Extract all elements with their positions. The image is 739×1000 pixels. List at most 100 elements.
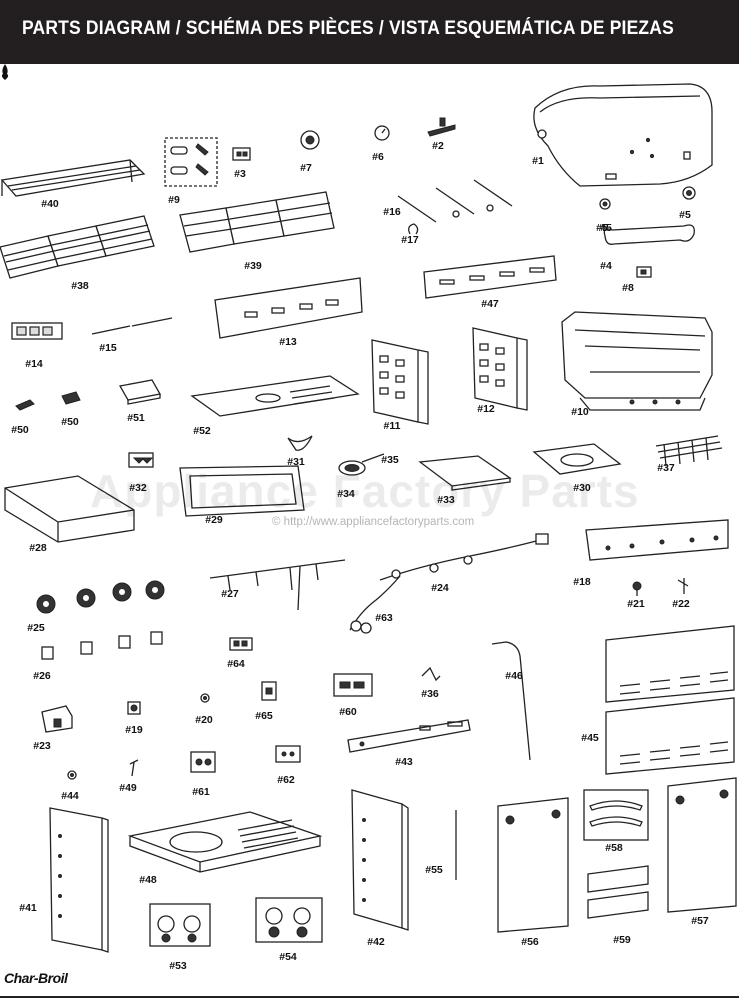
- part-63-drawing: [349, 575, 401, 634]
- part-20-drawing: [200, 693, 210, 703]
- part-29-drawing: [179, 465, 305, 517]
- part-label: #16: [383, 206, 401, 218]
- part-label: #46: [505, 670, 523, 682]
- part-14-drawing: [11, 322, 63, 340]
- part-label: #51: [127, 412, 145, 424]
- part-1-lid-drawing: [533, 83, 713, 187]
- part-label: #5: [600, 222, 612, 234]
- part-23-drawing: [41, 705, 73, 733]
- part-22-drawing: [677, 578, 689, 594]
- part-26-bezels-drawing: [41, 631, 163, 660]
- part-label: #11: [383, 420, 401, 432]
- part-label: #34: [337, 488, 355, 500]
- part-label: #32: [129, 482, 147, 494]
- diagram-title: PARTS DIAGRAM / SCHÉMA DES PIÈCES / VIST…: [22, 18, 674, 39]
- part-9-drawing: [164, 137, 218, 187]
- part-label: #9: [168, 194, 180, 206]
- part-44-drawing: [67, 770, 77, 780]
- part-label: #5: [596, 222, 608, 234]
- part-48-drawing: [127, 811, 323, 873]
- part-label: #44: [61, 790, 79, 802]
- part-58-drawing: [583, 789, 649, 841]
- part-label: #40: [41, 198, 59, 210]
- part-label: #15: [99, 342, 117, 354]
- part-11-drawing: [371, 339, 429, 425]
- part-label: #22: [672, 598, 690, 610]
- part-label: #47: [481, 298, 499, 310]
- part-label: #2: [432, 140, 444, 152]
- part-37-drawing: [655, 435, 723, 467]
- part-8-drawing: [636, 266, 652, 278]
- part-label: #7: [300, 162, 312, 174]
- part-label: #17: [401, 234, 419, 246]
- part-label: #8: [622, 282, 634, 294]
- brand-logo: Char-Broil: [4, 970, 68, 986]
- part-12-drawing: [472, 327, 528, 411]
- part-label: #39: [244, 260, 262, 272]
- part-49-drawing: [129, 759, 139, 777]
- part-16-drawing: [408, 204, 494, 235]
- part-label: #6: [372, 151, 384, 163]
- part-label: #1: [532, 155, 544, 167]
- part-60-drawing: [333, 673, 373, 697]
- part-label: #60: [339, 706, 357, 718]
- parts-illustration: [0, 83, 737, 953]
- part-4-handle-drawing: [603, 224, 695, 245]
- flame-icon: [1, 64, 9, 80]
- part-15-drawing: [397, 179, 513, 223]
- part-30-drawing: [532, 443, 622, 475]
- part-label: #5: [679, 209, 691, 221]
- part-51-drawing: [118, 379, 162, 405]
- part-40-drawing: [0, 159, 146, 197]
- part-label: #24: [431, 582, 449, 594]
- part-24-manifold-drawing: [379, 533, 549, 581]
- part-64-drawing: [229, 637, 253, 651]
- part-27-drawing: [209, 559, 346, 611]
- part-label: #59: [613, 934, 631, 946]
- part-46-drawing: [491, 641, 531, 761]
- part-label: #49: [119, 782, 137, 794]
- part-label: #4: [600, 260, 612, 272]
- part-label: #18: [573, 576, 591, 588]
- part-3-drawing: [232, 147, 251, 161]
- part-21-drawing: [632, 581, 642, 596]
- part-label: #25: [27, 622, 45, 634]
- part-59-drawing: [587, 865, 649, 919]
- part-label: #41: [19, 902, 37, 914]
- part-label: #54: [279, 951, 297, 963]
- part-label: #3: [234, 168, 246, 180]
- part-25-knobs-drawing: [36, 580, 165, 614]
- part-label: #23: [33, 740, 51, 752]
- part-label: #50: [11, 424, 29, 436]
- part-10-firebox-drawing: [561, 311, 713, 411]
- part-label: #65: [255, 710, 273, 722]
- part-33-drawing: [418, 455, 512, 491]
- part-7-drawing: [300, 130, 320, 150]
- part-label: #38: [71, 280, 89, 292]
- part-2-drawing: [427, 117, 456, 137]
- part-label: #35: [381, 454, 399, 466]
- part-52-drawing: [190, 375, 360, 417]
- part-label: #45: [581, 732, 599, 744]
- part-label: #42: [367, 936, 385, 948]
- part-label: #62: [277, 774, 295, 786]
- part-label: #27: [221, 588, 239, 600]
- part-45-doors-drawing: [605, 625, 735, 775]
- part-36-drawing: [421, 666, 441, 682]
- diagram-header: PARTS DIAGRAM / SCHÉMA DES PIÈCES / VIST…: [0, 0, 739, 64]
- part-label: #43: [395, 756, 413, 768]
- part-39-grates-drawing: [179, 191, 335, 253]
- part-41-drawing: [49, 807, 109, 953]
- part-13-drawing: [214, 277, 363, 339]
- part-label: #30: [573, 482, 591, 494]
- part-label: #52: [193, 425, 211, 437]
- part-47-drawing: [423, 255, 557, 299]
- part-38-grates-drawing: [0, 215, 155, 279]
- part-label: #37: [657, 462, 675, 474]
- part-label: #56: [521, 936, 539, 948]
- part-label: #50: [61, 416, 79, 428]
- part-31-drawing: [287, 435, 313, 451]
- part-label: #20: [195, 714, 213, 726]
- part-label: #29: [205, 514, 223, 526]
- part-label: #19: [125, 724, 143, 736]
